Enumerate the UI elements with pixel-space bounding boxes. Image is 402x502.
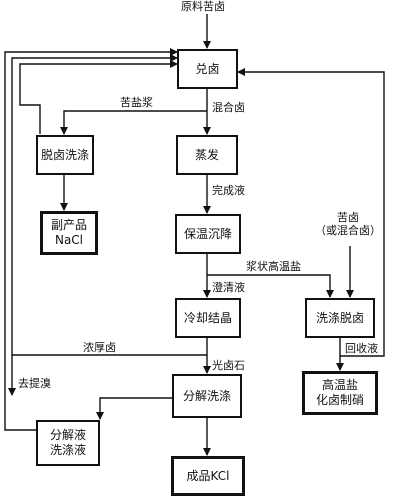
node-fenjieye: 分解液 洗涤液	[36, 420, 100, 466]
label-nonghoulu: 浓厚卤	[83, 341, 116, 354]
arrow-jiangzhuang	[207, 274, 334, 298]
arrow-fenjie-to-fenjieye	[96, 397, 172, 420]
label-yuanliao: 原料苦卤	[181, 0, 225, 13]
label-chengqingye: 澄清液	[212, 281, 245, 294]
node-zhengfa: 蒸发	[176, 135, 238, 175]
node-lengque-jiejing: 冷却结晶	[175, 298, 241, 338]
node-tuolu-xidi: 脱卤洗涤	[36, 135, 94, 175]
arrow-kuyanjiang	[60, 110, 207, 135]
node-fuchanpin-nacl: 副产品 NaCl	[40, 211, 98, 255]
node-baowen-chenjiang: 保温沉降	[175, 214, 241, 254]
arrow-huishouye-return	[237, 68, 385, 357]
node-fenjie-xidi: 分解洗涤	[172, 374, 242, 418]
label-kuyanjiang: 苦盐浆	[120, 96, 153, 109]
label-hunhelu: 混合卤	[212, 101, 245, 114]
node-duilu: 兑卤	[177, 49, 238, 89]
label-qutixiu: 去提溴	[18, 377, 51, 390]
arrow-tuolu-return	[19, 60, 178, 134]
label-wanchengye: 完成液	[212, 184, 245, 197]
arrow-nonghoulu-return	[11, 54, 207, 356]
label-jiangzhuang: 浆状高温盐	[246, 260, 301, 273]
node-chengpin-kcl: 成品KCl	[171, 456, 245, 496]
label-kulu-hunhe: 苦卤 （或混合卤）	[315, 211, 381, 237]
node-xidi-tuolu: 洗涤脱卤	[305, 298, 375, 338]
arrow-fenjieye-return	[4, 48, 178, 431]
label-huishouye: 回收液	[345, 342, 378, 355]
label-guanglushi: 光卤石	[212, 359, 245, 372]
node-gaowenyan: 高温盐 化卤制硝	[302, 371, 378, 415]
